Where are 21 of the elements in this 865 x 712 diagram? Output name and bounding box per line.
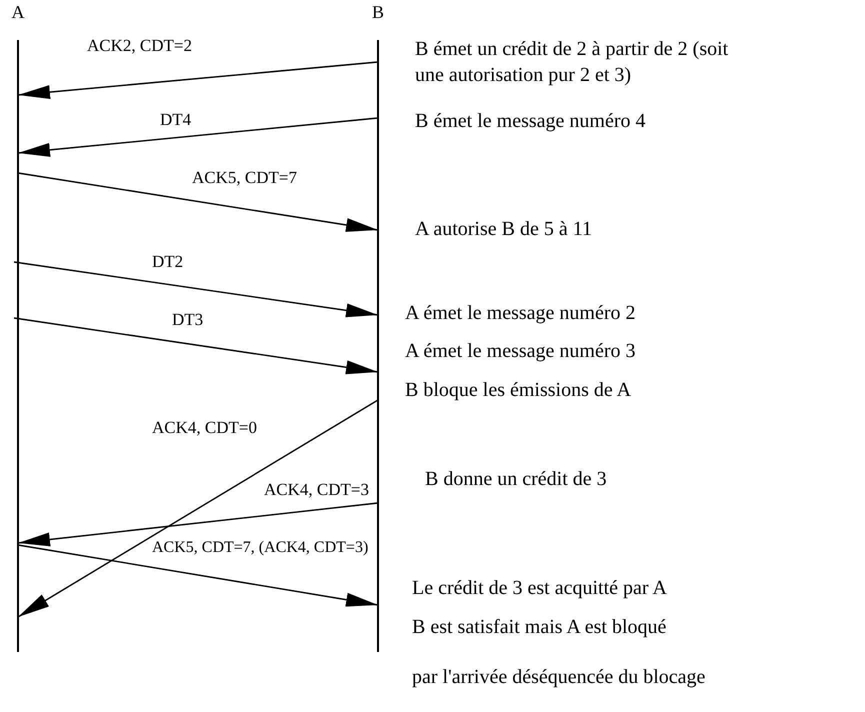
annotation-text: B bloque les émissions de A [405, 378, 632, 403]
message-arrow [18, 117, 378, 157]
annotation-text: A autorise B de 5 à 11 [415, 217, 592, 242]
message-label: ACK5, CDT=7, (ACK4, CDT=3) [150, 538, 370, 558]
message-arrow [18, 544, 378, 607]
annotation-text: A émet le message numéro 2 [405, 301, 636, 326]
annotation-text: B émet un crédit de 2 à partir de 2 (soit une autorisation pur 2 et 3) [415, 37, 730, 88]
annotation-text: A émet le message numéro 3 [405, 339, 636, 364]
message-arrow [14, 317, 378, 374]
participant-name: B [370, 2, 385, 22]
annotation-text: B est satisfait mais A est bloqué [412, 615, 666, 640]
participant-name: A [10, 2, 26, 22]
annotation-text: B émet le message numéro 4 [415, 109, 646, 134]
message-arrow [18, 61, 378, 100]
message-arrow [18, 399, 378, 618]
message-arrow [14, 261, 378, 318]
message-arrow [18, 502, 378, 546]
annotation-text: par l'arrivée déséquencée du blocage [412, 665, 706, 690]
annotation-text: Le crédit de 3 est acquitté par A [412, 576, 667, 601]
annotation-text: B donne un crédit de 3 [425, 467, 607, 492]
message-arrow [18, 172, 378, 232]
